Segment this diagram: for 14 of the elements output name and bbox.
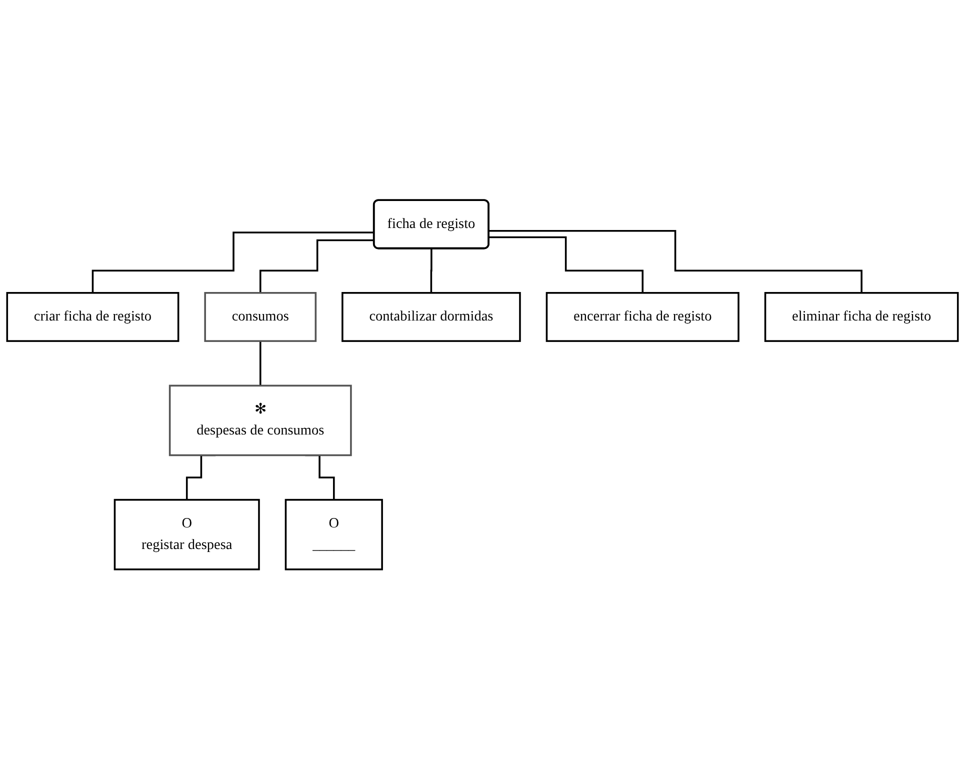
node-box: ✻ despesas de consumos (168, 385, 352, 456)
node-box: eliminar ficha de registo (764, 292, 959, 342)
connector (92, 232, 374, 294)
connector (260, 340, 262, 387)
node-box: contabilizar dormidas (342, 292, 521, 342)
connector (430, 248, 433, 294)
connector (489, 230, 862, 294)
node-box: O ______ (284, 499, 383, 570)
connector (260, 240, 374, 294)
node-box: criar ficha de registo (6, 292, 180, 342)
connector (489, 236, 644, 294)
node-box: encerrar ficha de registo (546, 292, 740, 342)
node-box: O registar despesa (114, 499, 260, 570)
node-box: consumos (204, 292, 317, 342)
